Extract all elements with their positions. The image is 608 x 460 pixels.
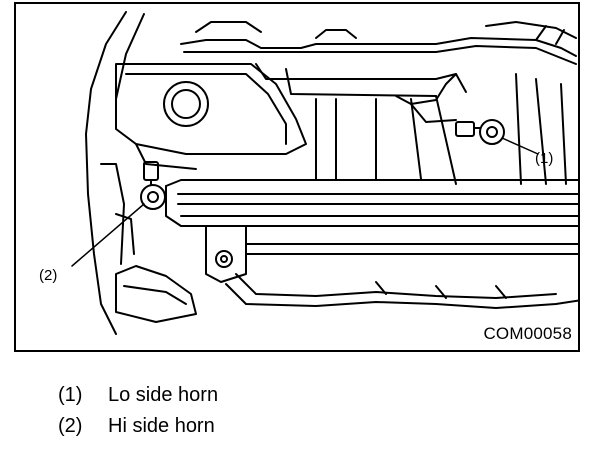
figure-id: COM00058	[483, 324, 572, 343]
legend-number: (1)	[58, 384, 83, 406]
radiator-support	[255, 63, 567, 185]
leader-line-2	[71, 203, 145, 267]
leader-line-1	[501, 137, 539, 155]
legend-number: (2)	[58, 415, 83, 437]
legend-text: Hi side horn	[108, 415, 215, 437]
figure-frame: (1) (2) COM00058	[14, 2, 580, 352]
headlamp-assembly	[85, 11, 307, 335]
lo-side-horn	[455, 119, 505, 145]
leader-lines	[71, 137, 539, 267]
upper-radiator-panel	[180, 21, 577, 65]
lower-structure	[100, 163, 578, 323]
bumper-beam	[165, 179, 578, 227]
legend-text: Lo side horn	[108, 384, 219, 406]
vehicle-front-illustration	[71, 11, 578, 335]
callout-1: (1)	[535, 150, 554, 167]
legend-item: (1) Lo side horn	[58, 380, 218, 411]
callout-2: (2)	[39, 267, 58, 284]
legend-item: (2) Hi side horn	[58, 411, 218, 442]
legend: (1) Lo side horn (2) Hi side horn	[58, 380, 218, 442]
hi-side-horn	[140, 161, 166, 210]
